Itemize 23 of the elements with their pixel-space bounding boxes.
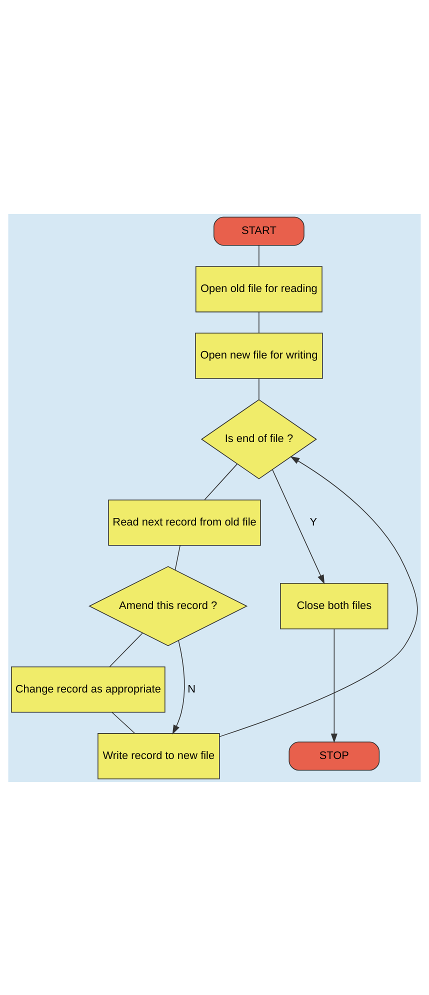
arrow xyxy=(272,468,325,584)
arrow xyxy=(172,640,185,734)
connector xyxy=(258,244,260,266)
node-diamond: Is end of file ? xyxy=(200,398,317,479)
node-box: STOP xyxy=(288,741,380,770)
connector xyxy=(174,544,181,570)
node-box: Open new file for writing xyxy=(195,332,323,378)
edge-label: Y xyxy=(310,516,318,528)
node-box: Open old file for reading xyxy=(196,266,322,312)
node-diamond: Amend this record ? xyxy=(88,566,248,646)
node-box: Close both files xyxy=(280,582,388,629)
connector xyxy=(204,463,238,500)
arrow xyxy=(219,456,418,737)
connector xyxy=(258,378,260,400)
connector xyxy=(258,311,260,333)
arrow xyxy=(330,628,338,743)
node-box: Read next record from old file xyxy=(108,499,261,546)
edge-label: N xyxy=(188,682,196,695)
node-box: Write record to new file xyxy=(98,732,220,779)
connector xyxy=(112,711,136,734)
connector xyxy=(109,632,143,667)
node-box: START xyxy=(214,216,304,246)
node-box: Change record as appropriate xyxy=(11,666,166,712)
